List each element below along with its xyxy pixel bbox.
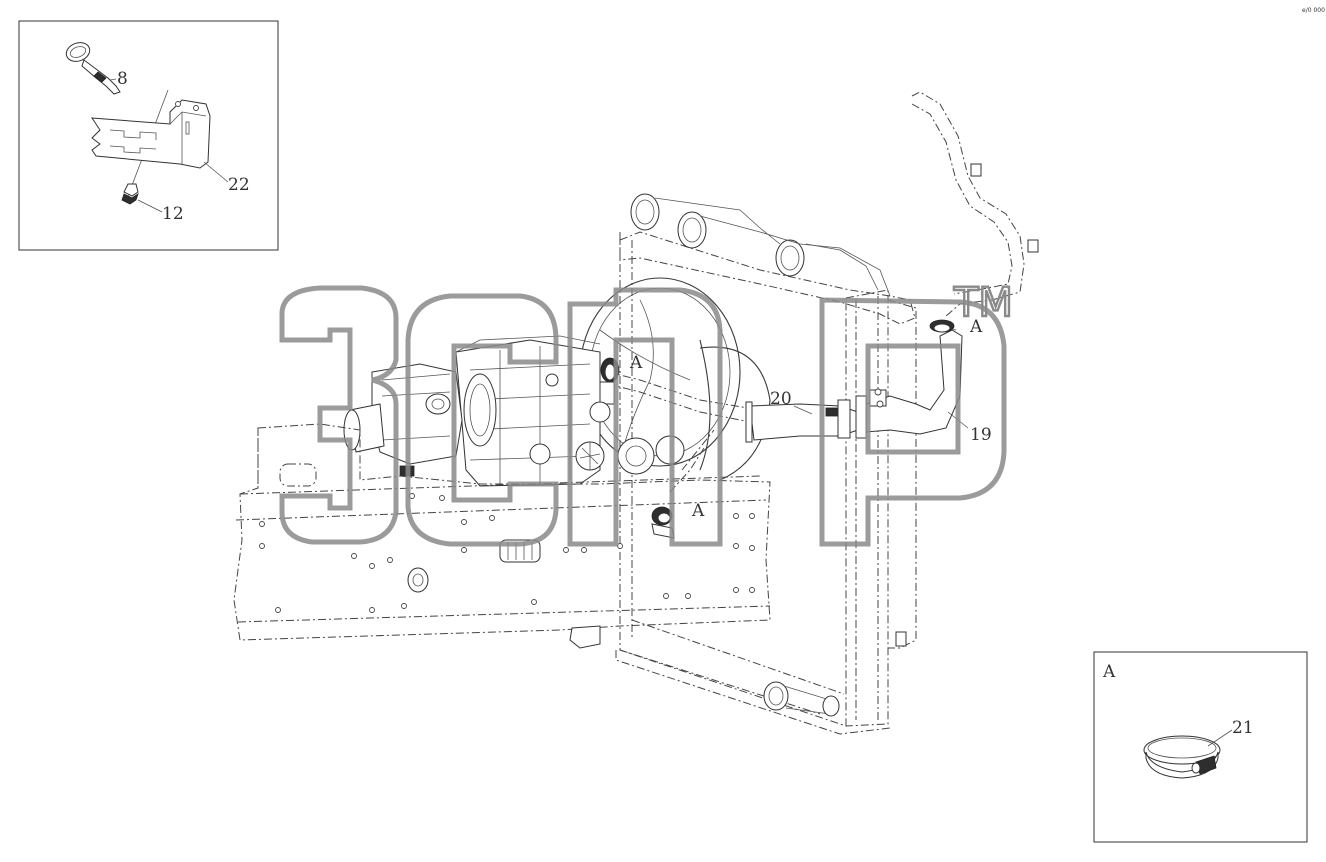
- callout-20: 20: [770, 389, 792, 409]
- bolt-part: [121, 183, 139, 205]
- callout-21: 21: [1232, 718, 1254, 738]
- callout-12: 12: [162, 204, 184, 224]
- inset-detail-a: A 21: [1093, 651, 1308, 843]
- hose-clamp-part-21: [1143, 735, 1221, 779]
- radiator-top-tank: [619, 193, 916, 325]
- hose-clamp-strap-part: [65, 42, 121, 95]
- inset-detail-top-left: 8 22 12: [18, 20, 279, 251]
- view-marker-a-upper-middle: A: [629, 353, 643, 373]
- air-intake-housing: [343, 363, 463, 477]
- detail-a-frame: [1093, 651, 1308, 843]
- watermark-logo: TM: [279, 279, 1014, 547]
- watermark-trademark: TM: [953, 280, 1013, 326]
- corner-code: e/0 000: [1302, 7, 1325, 14]
- inset-frame: [18, 20, 279, 251]
- frame-holes: [259, 493, 755, 613]
- hose-part-20: [745, 395, 867, 443]
- view-marker-a-top-right: A: [969, 317, 983, 337]
- main-assembly: 20 19 A A A: [233, 91, 1039, 735]
- coolant-pipe-upper: [911, 91, 1039, 317]
- callout-8: 8: [117, 69, 128, 89]
- cooling-fan: [579, 277, 771, 481]
- callout-22: 22: [228, 175, 250, 195]
- callout-19: 19: [970, 425, 992, 445]
- hose-part-19: [865, 319, 963, 435]
- radiator-frame: [615, 232, 917, 735]
- mounting-bracket-part: [91, 99, 211, 169]
- detail-a-title: A: [1102, 662, 1116, 682]
- view-marker-a-lower-middle: A: [691, 501, 705, 521]
